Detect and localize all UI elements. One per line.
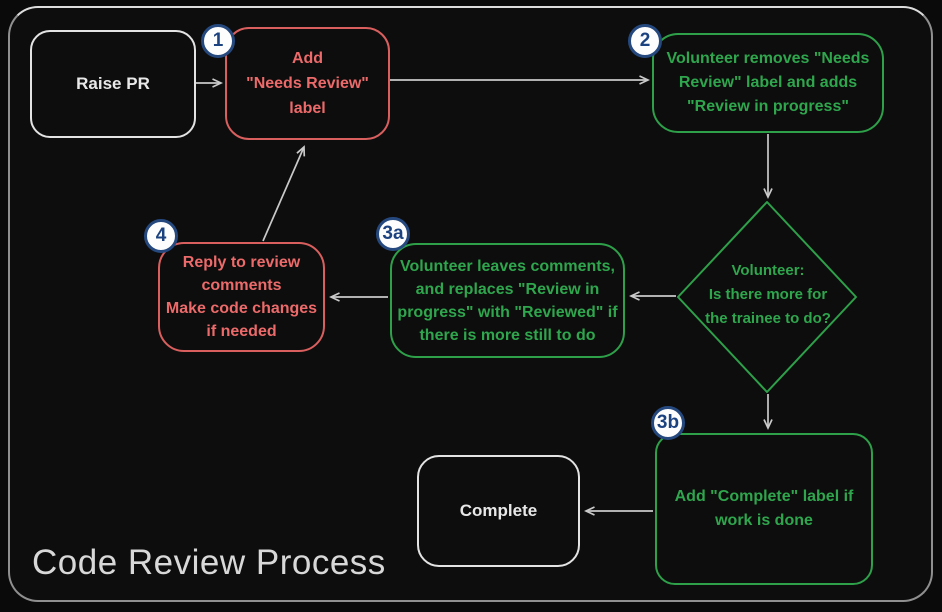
- node-volunteer-removes-label: Volunteer removes "Needs Review" label a…: [652, 33, 884, 133]
- node-raise-pr: Raise PR: [30, 30, 196, 138]
- arrow-reply-to-add-label: [262, 145, 306, 242]
- diagram-title: Code Review Process: [32, 543, 386, 582]
- node-volunteer-leaves-comments: Volunteer leaves comments, and replaces …: [390, 243, 625, 358]
- decision-question-label: Volunteer: Is there more for the trainee…: [705, 262, 831, 327]
- step-badge-3b: 3b: [651, 406, 685, 440]
- node-add-complete-label: Add "Complete" label if work is done: [655, 433, 873, 585]
- decision-diamond: [677, 201, 857, 393]
- node-reply-to-review-comments: Reply to review comments Make code chang…: [158, 242, 325, 352]
- step-badge-3a: 3a: [376, 217, 410, 251]
- step-badge-2: 2: [628, 24, 662, 58]
- node-complete: Complete: [417, 455, 580, 567]
- step-badge-1: 1: [201, 24, 235, 58]
- step-badge-4: 4: [144, 219, 178, 253]
- node-add-needs-review-label: Add "Needs Review" label: [225, 27, 390, 140]
